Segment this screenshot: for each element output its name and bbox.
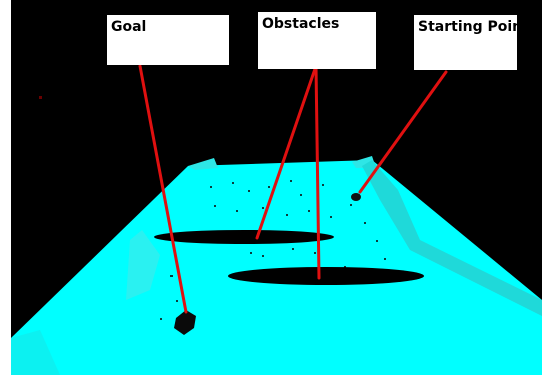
background-speck: [39, 96, 42, 99]
goal-label-text: Goal: [111, 19, 146, 35]
starting-point-label-text: Starting Point: [418, 19, 529, 35]
obstacles-label-text: Obstacles: [262, 16, 339, 32]
obstacle-far: [154, 230, 334, 244]
goal-label: Goal: [107, 15, 229, 65]
obstacles-label: Obstacles: [258, 12, 376, 69]
starting-point-label: Starting Point: [414, 15, 517, 70]
starting-point-marker: [351, 193, 361, 201]
obstacle-near: [228, 267, 424, 285]
